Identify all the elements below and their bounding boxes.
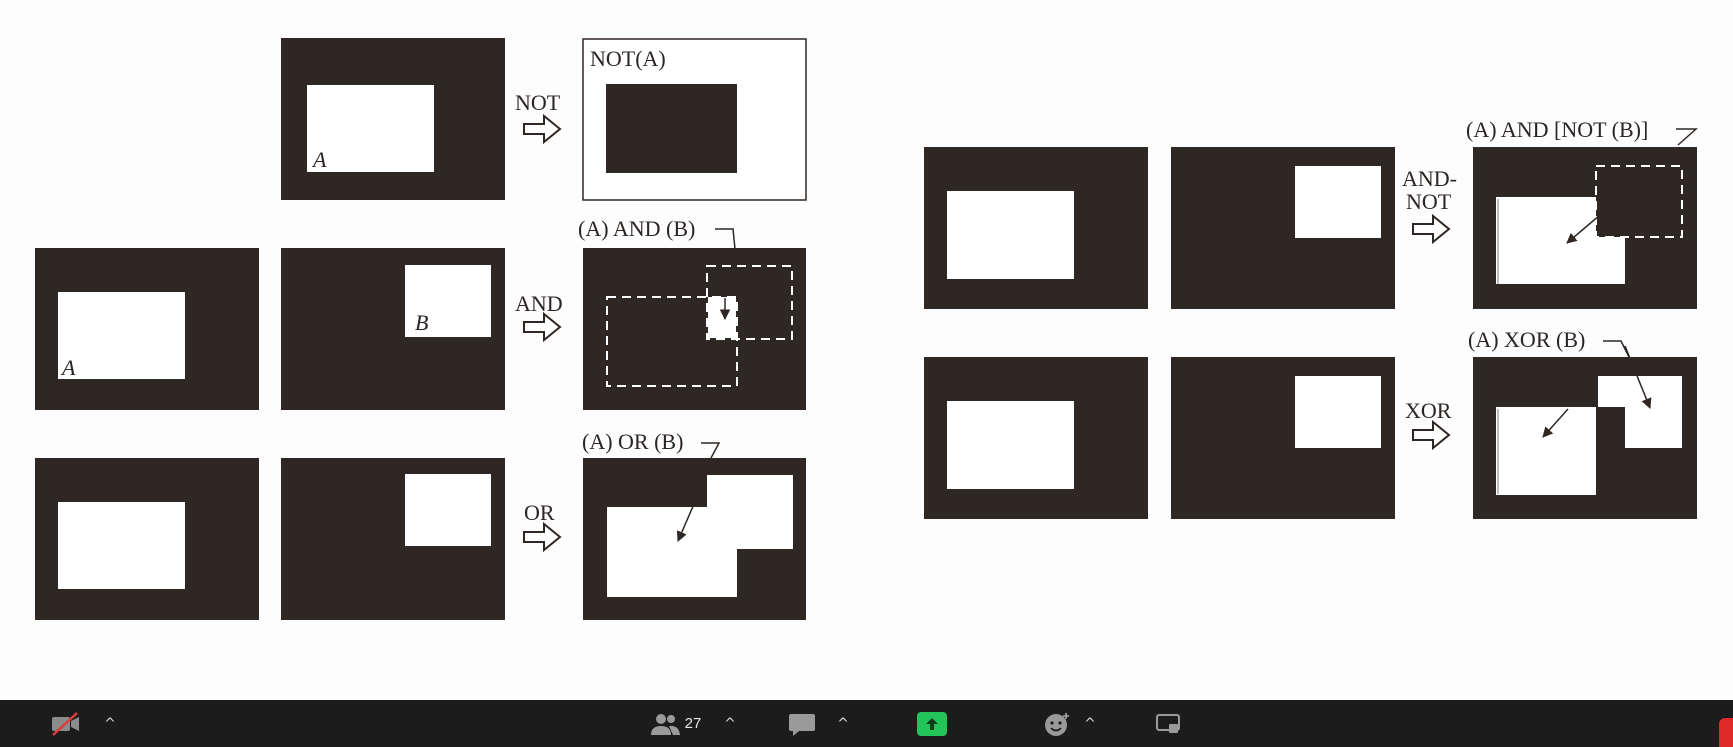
and-operator-label: AND xyxy=(515,291,563,316)
or-result-label: (A) OR (B) xyxy=(582,429,683,454)
video-options-caret[interactable]: ^ xyxy=(104,715,116,732)
arrow-right-icon xyxy=(1412,419,1451,451)
andnot-result-panel: (A) AND [NOT (B)] xyxy=(1466,117,1698,309)
not-operator-label: NOT xyxy=(515,90,561,115)
video-off-icon xyxy=(52,711,79,736)
share-screen-icon xyxy=(917,711,947,736)
xor-operator-label: XOR xyxy=(1405,398,1452,423)
arrow-right-icon xyxy=(523,113,562,145)
and-input-b-panel: B xyxy=(281,248,505,410)
and-operator: AND xyxy=(515,291,563,343)
end-meeting-tab[interactable] xyxy=(1719,718,1733,747)
reactions-icon xyxy=(1045,712,1069,736)
or-input-a-panel xyxy=(35,458,259,620)
reactions-options-caret[interactable]: ^ xyxy=(1084,715,1096,732)
not-input-panel: A xyxy=(281,38,505,200)
panel-label-a: A xyxy=(311,147,327,172)
xor-input-b-panel xyxy=(1171,357,1395,519)
chat-icon xyxy=(789,713,815,736)
arrow-right-icon xyxy=(523,311,562,343)
apps-button[interactable] xyxy=(1152,700,1184,747)
participants-options-caret[interactable]: ^ xyxy=(724,715,736,732)
participants-button[interactable]: 27 xyxy=(645,700,705,747)
xor-result-label: (A) XOR (B) xyxy=(1468,327,1585,352)
xor-input-a-panel xyxy=(924,357,1148,519)
chat-button[interactable] xyxy=(786,700,818,747)
andnot-operator: AND- NOT xyxy=(1402,166,1457,245)
not-result-panel: NOT(A) xyxy=(582,38,807,201)
participants-count: 27 xyxy=(684,715,702,732)
share-screen-button[interactable] xyxy=(916,700,948,747)
or-operator-label: OR xyxy=(524,500,555,525)
or-input-b-panel xyxy=(281,458,505,620)
xor-result-panel: (A) XOR (B) xyxy=(1468,327,1697,519)
andnot-operator-label-2: NOT xyxy=(1406,189,1452,214)
and-result-panel: (A) AND (B) xyxy=(578,216,806,410)
participants-icon xyxy=(650,713,680,735)
arrow-right-icon xyxy=(1412,213,1451,245)
panel-label-a: A xyxy=(60,355,76,380)
or-result-panel: (A) OR (B) xyxy=(582,429,806,620)
not-result-label: NOT(A) xyxy=(590,46,666,71)
and-input-a-panel: A xyxy=(35,248,259,410)
meeting-toolbar: ^ 27 ^ ^ xyxy=(0,700,1733,747)
boolean-operations-figure: A NOT NOT(A) A B AND (A) AND (B) xyxy=(35,38,1698,620)
apps-icon xyxy=(1156,713,1180,733)
reactions-button[interactable] xyxy=(1042,700,1072,747)
not-operator: NOT xyxy=(515,90,562,145)
andnot-operator-label-1: AND- xyxy=(1402,166,1457,191)
andnot-input-b-panel xyxy=(1171,147,1395,309)
andnot-result-label: (A) AND [NOT (B)] xyxy=(1466,117,1648,142)
panel-label-b: B xyxy=(415,310,428,335)
video-toggle-button[interactable] xyxy=(46,700,86,747)
arrow-right-icon xyxy=(523,521,562,553)
andnot-input-a-panel xyxy=(924,147,1148,309)
and-result-label: (A) AND (B) xyxy=(578,216,695,241)
chat-options-caret[interactable]: ^ xyxy=(837,715,849,732)
or-operator: OR xyxy=(523,500,562,553)
xor-operator: XOR xyxy=(1405,398,1452,451)
